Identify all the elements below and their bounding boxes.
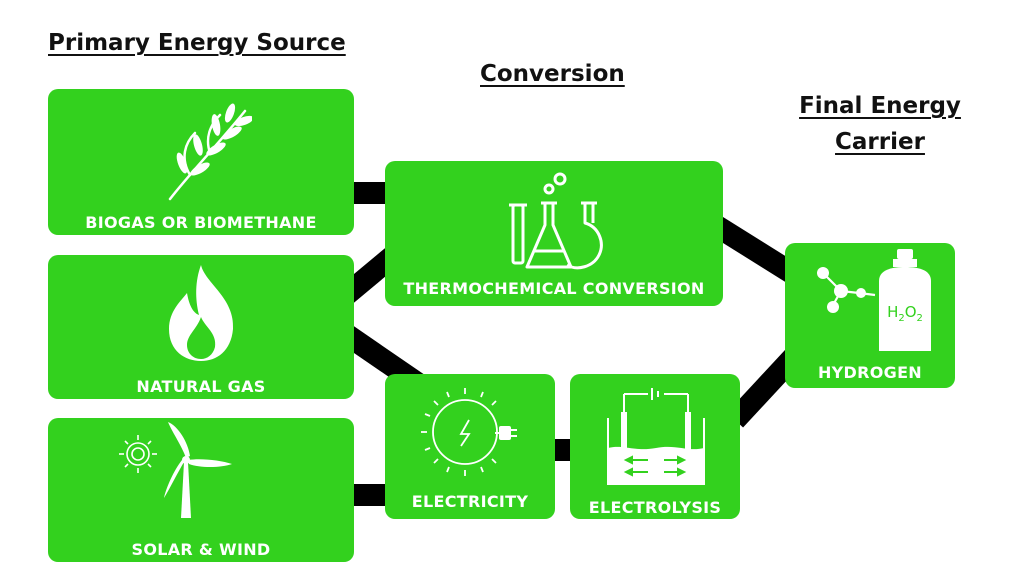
node-solar-wind-label: SOLAR & WIND <box>131 540 271 559</box>
node-electricity-label: ELECTRICITY <box>411 492 529 511</box>
node-electrolysis: ELECTROLYSIS <box>570 374 740 519</box>
sun-wind-turbine-icon <box>119 422 232 518</box>
electrolysis-cell-icon <box>607 388 705 485</box>
node-biogas: BIOGAS OR BIOMETHANE <box>48 89 354 235</box>
node-hydrogen-label: HYDROGEN <box>817 363 923 382</box>
connector-thermo-hydrogen <box>709 215 801 285</box>
heading-final-line1: Final Energy <box>799 93 961 119</box>
heading-final-energy-carrier: Final Energy Carrier <box>795 88 965 160</box>
node-solar-wind: SOLAR & WIND <box>48 418 354 562</box>
node-thermochemical-label: THERMOCHEMICAL CONVERSION <box>403 279 705 298</box>
node-biogas-label: BIOGAS OR BIOMETHANE <box>85 213 317 232</box>
node-natural-gas-label: NATURAL GAS <box>136 377 266 396</box>
wheat-icon <box>168 103 252 201</box>
heading-conversion: Conversion <box>480 61 625 87</box>
node-natural-gas: NATURAL GAS <box>48 255 354 399</box>
flame-icon <box>169 265 234 361</box>
node-thermochemical-conversion: THERMOCHEMICAL CONVERSION <box>385 161 723 306</box>
hydrogen-tank-icon: H2O2 <box>817 249 931 351</box>
electric-plug-icon <box>421 388 517 476</box>
heading-primary-energy-source: Primary Energy Source <box>48 30 346 56</box>
chemistry-flasks-icon <box>509 172 603 270</box>
node-hydrogen: H2O2 HYDROGEN <box>785 243 955 388</box>
heading-final-line2: Carrier <box>835 129 925 155</box>
hydrogen-formula-text: H2O2 <box>887 303 923 324</box>
node-electricity: ELECTRICITY <box>385 374 555 519</box>
node-electrolysis-label: ELECTROLYSIS <box>588 498 722 517</box>
